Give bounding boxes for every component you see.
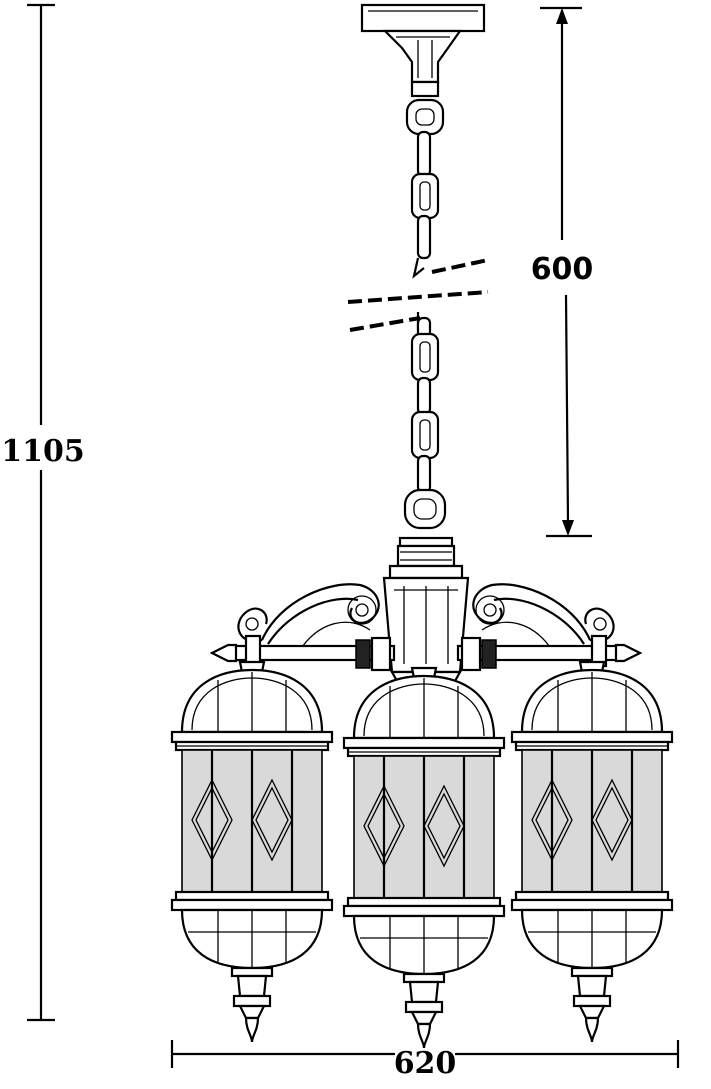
chain-length-label: 600: [531, 252, 594, 287]
left-arm: [209, 583, 396, 672]
chain-upper: [405, 98, 445, 279]
right-arm: [456, 583, 643, 672]
ceiling-canopy: [360, 3, 486, 98]
break-marks: [347, 258, 489, 332]
lantern-left: [170, 660, 334, 1044]
chain-lower: [403, 312, 447, 530]
chain-length-dimension: 600: [531, 6, 594, 538]
lantern-right: [510, 660, 674, 1044]
width-dimension: 620: [170, 1040, 680, 1081]
height-dimension: 1105: [1, 3, 85, 1022]
lantern-center: [342, 666, 506, 1050]
width-label: 620: [394, 1046, 457, 1081]
height-label: 1105: [1, 434, 85, 469]
